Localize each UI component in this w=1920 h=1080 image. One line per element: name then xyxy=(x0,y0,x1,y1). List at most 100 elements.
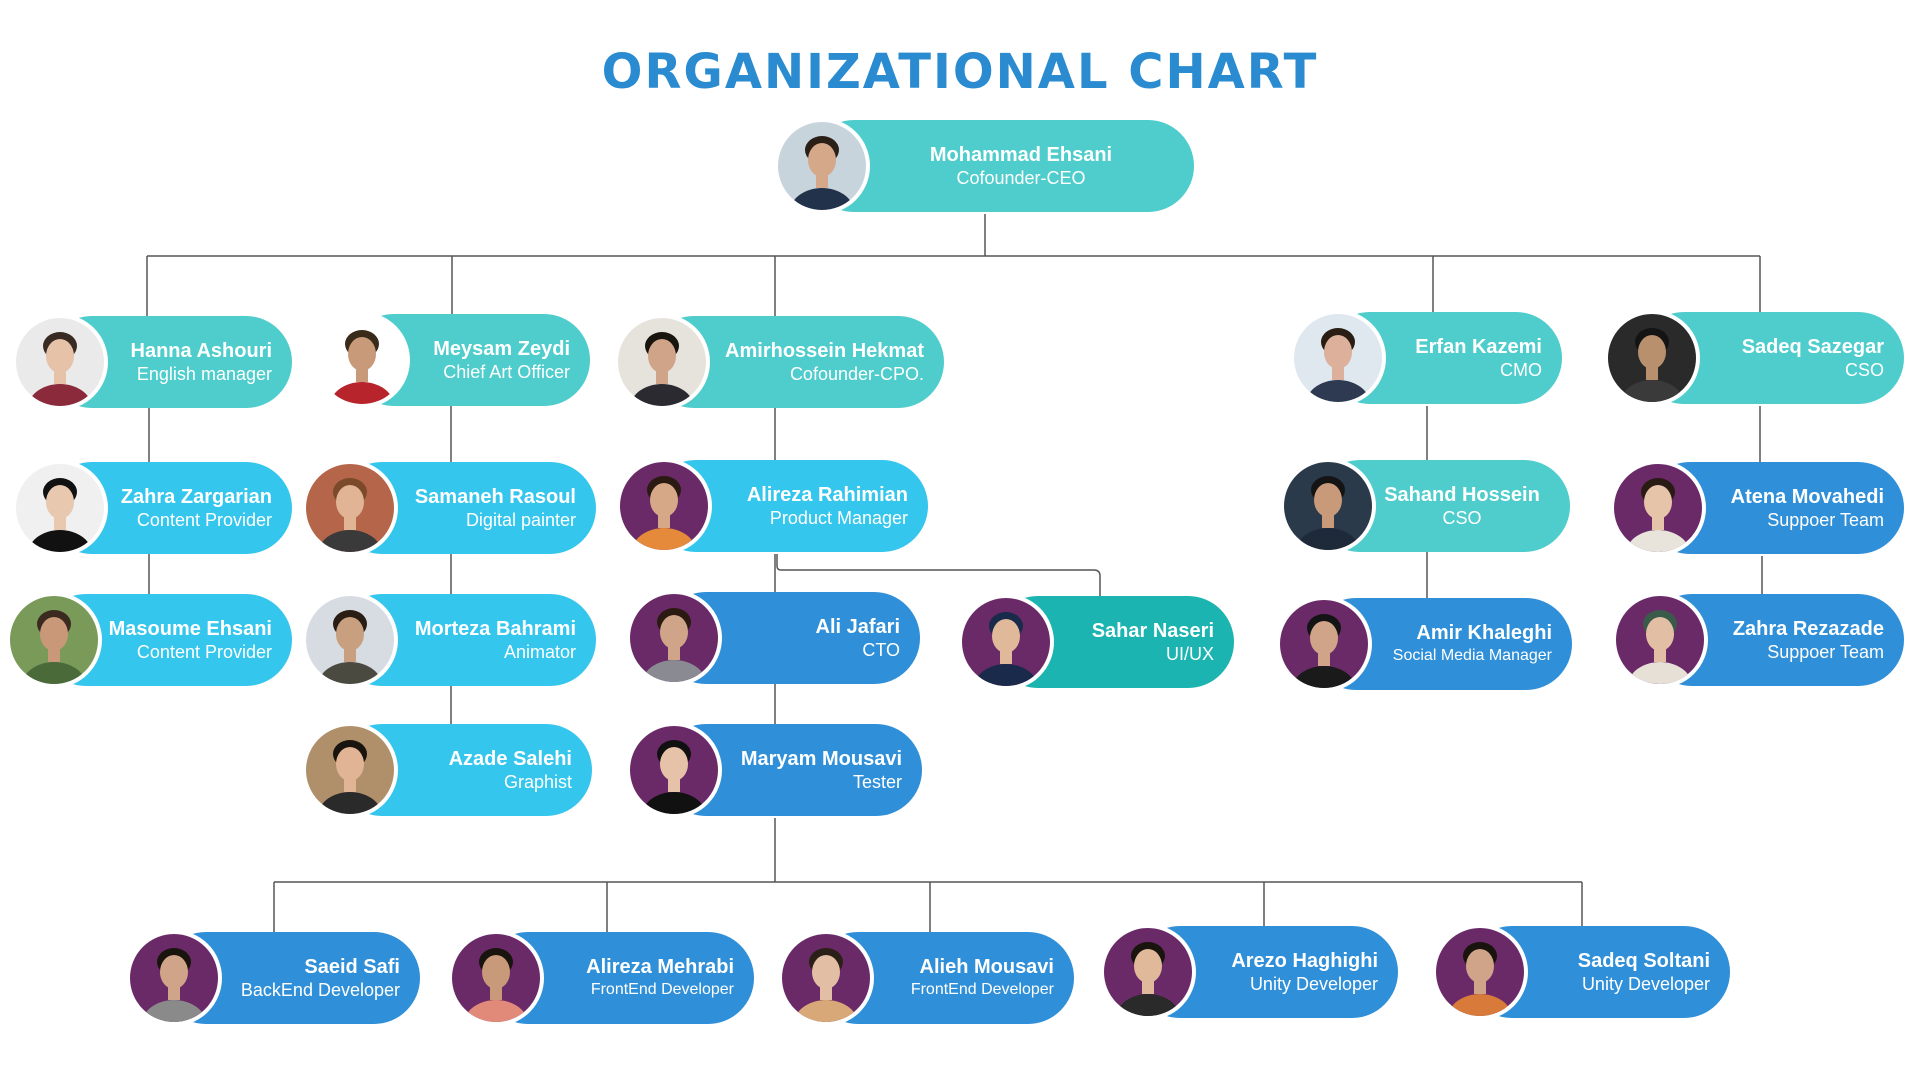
avatar xyxy=(1276,596,1372,692)
person-name: Amir Khaleghi xyxy=(1416,622,1552,644)
avatar xyxy=(448,930,544,1026)
person-photo-icon xyxy=(1620,328,1684,402)
person-photo-icon xyxy=(642,608,706,682)
avatar xyxy=(302,592,398,688)
person-photo-icon xyxy=(632,476,696,550)
avatar xyxy=(774,118,870,214)
avatar xyxy=(12,460,108,556)
avatar xyxy=(1610,460,1706,556)
person-role: Cofounder-CEO xyxy=(956,168,1086,188)
person-role: Unity Developer xyxy=(1581,974,1710,994)
person-photo-icon xyxy=(1306,328,1370,402)
person-name: Mohammad Ehsani xyxy=(929,144,1113,166)
person-photo-icon xyxy=(1628,610,1692,684)
person-name: Hanna Ashouri xyxy=(130,340,273,362)
person-role: CSO xyxy=(1442,508,1482,528)
avatar xyxy=(126,930,222,1026)
avatar xyxy=(616,458,712,554)
person-role: English manager xyxy=(136,364,272,384)
person-name: Alireza Mehrabi xyxy=(586,956,734,978)
person-role: Tester xyxy=(852,772,902,792)
avatar xyxy=(626,722,722,818)
person-role: BackEnd Developer xyxy=(240,980,400,1000)
person-role: Content Provider xyxy=(136,642,272,662)
person-name: Ali Jafari xyxy=(815,616,900,638)
avatar xyxy=(1604,310,1700,406)
avatar xyxy=(1100,924,1196,1020)
avatar xyxy=(1280,458,1376,554)
person-role: FrontEnd Developer xyxy=(910,981,1054,998)
person-name: Arezo Haghighi xyxy=(1231,950,1378,972)
person-role: Graphist xyxy=(503,772,572,792)
person-photo-icon xyxy=(790,136,854,210)
person-name: Alieh Mousavi xyxy=(919,956,1054,978)
person-photo-icon xyxy=(974,612,1038,686)
person-name: Maryam Mousavi xyxy=(740,748,902,770)
person-photo-icon xyxy=(642,740,706,814)
person-role: CTO xyxy=(862,640,900,660)
person-role: Digital painter xyxy=(465,510,576,530)
person-photo-icon xyxy=(330,330,394,404)
person-photo-icon xyxy=(318,478,382,552)
person-name: Alireza Rahimian xyxy=(746,484,908,506)
person-name: Azade Salehi xyxy=(448,748,572,770)
person-name: Sahand Hossein xyxy=(1384,484,1540,506)
avatar xyxy=(302,460,398,556)
person-role: Product Manager xyxy=(769,508,908,528)
person-photo-icon xyxy=(318,740,382,814)
person-name: Zahra Rezazade xyxy=(1732,618,1884,640)
avatar xyxy=(302,722,398,818)
person-name: Zahra Zargarian xyxy=(120,486,272,508)
avatar xyxy=(1612,592,1708,688)
avatar xyxy=(1290,310,1386,406)
person-name: Sahar Naseri xyxy=(1091,620,1214,642)
person-role: FrontEnd Developer xyxy=(590,981,734,998)
person-role: Suppoer Team xyxy=(1767,510,1884,530)
person-name: Samaneh Rasoul xyxy=(414,486,576,508)
person-role: CMO xyxy=(1500,360,1542,380)
person-photo-icon xyxy=(1448,942,1512,1016)
person-role: Chief Art Officer xyxy=(443,362,570,382)
person-role: UI/UX xyxy=(1165,644,1214,664)
person-photo-icon xyxy=(28,478,92,552)
person-photo-icon xyxy=(464,948,528,1022)
chart-title: ORGANIZATIONAL CHART xyxy=(601,44,1319,100)
person-photo-icon xyxy=(630,332,694,406)
person-photo-icon xyxy=(142,948,206,1022)
person-role: Social Media Manager xyxy=(1392,647,1552,664)
person-role: CSO xyxy=(1844,360,1884,380)
avatar xyxy=(6,592,102,688)
avatar xyxy=(778,930,874,1026)
avatar xyxy=(626,590,722,686)
person-name: Meysam Zeydi xyxy=(433,338,570,360)
person-photo-icon xyxy=(1292,614,1356,688)
person-photo-icon xyxy=(22,610,86,684)
person-name: Sadeq Soltani xyxy=(1577,950,1710,972)
avatar xyxy=(614,314,710,410)
person-photo-icon xyxy=(1296,476,1360,550)
avatar xyxy=(958,594,1054,690)
person-name: Atena Movahedi xyxy=(1730,486,1884,508)
person-photo-icon xyxy=(28,332,92,406)
person-name: Amirhossein Hekmat xyxy=(725,340,924,362)
